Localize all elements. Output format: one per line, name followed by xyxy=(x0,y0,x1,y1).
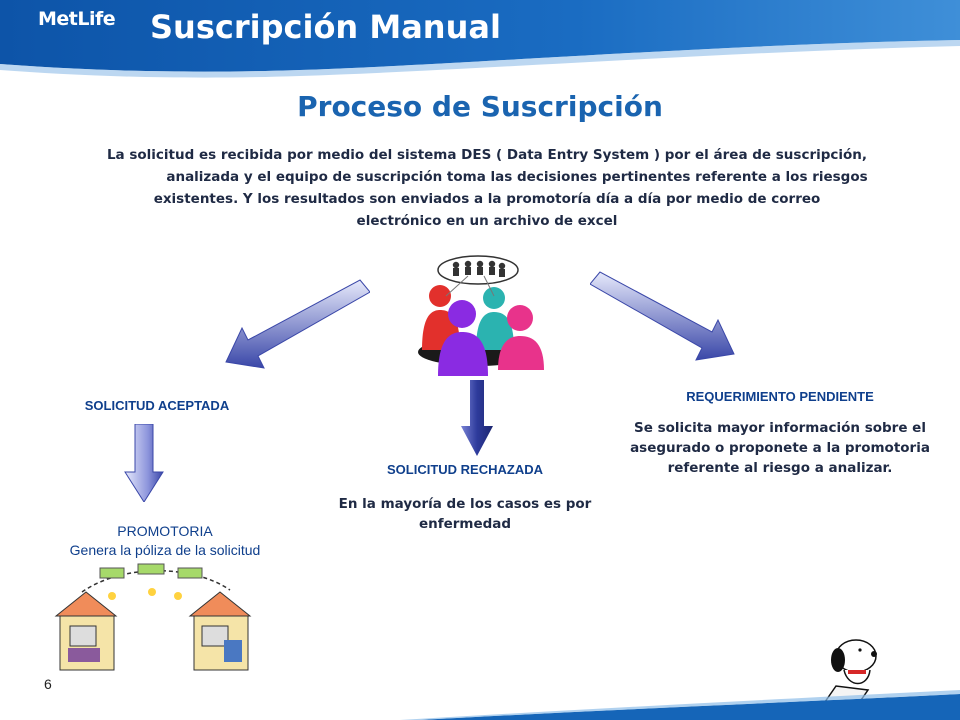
promotoria-body: Genera la póliza de la solicitud xyxy=(69,542,261,558)
section-title: Proceso de Suscripción xyxy=(297,90,663,123)
arrow-to-pending xyxy=(590,271,735,361)
intro-paragraph: La solicitud es recibida por medio del s… xyxy=(92,144,882,232)
arrow-to-rejected xyxy=(461,380,493,456)
pending-body: Se solicita mayor información sobre el a… xyxy=(630,420,930,476)
arrow-to-accepted xyxy=(225,279,370,369)
team-meeting-icon xyxy=(418,255,544,376)
promotoria-block: PROMOTORIA Genera la póliza de la solici… xyxy=(30,522,300,560)
intro-line-3: existentes. Y los resultados son enviado… xyxy=(153,191,821,207)
footer-band xyxy=(400,690,960,720)
office-network-icon xyxy=(54,563,252,671)
rejected-heading: SOLICITUD RECHAZADA xyxy=(387,462,543,477)
accepted-heading: SOLICITUD ACEPTADA xyxy=(84,398,230,413)
slide-title: Suscripción Manual xyxy=(150,8,501,46)
metlife-logo: MetLife xyxy=(38,8,116,30)
intro-line-4: electrónico en un archivo de excel xyxy=(356,213,618,229)
header-band xyxy=(0,0,960,78)
promotoria-heading: PROMOTORIA xyxy=(117,523,213,539)
arrow-to-promotoria xyxy=(124,424,164,502)
rejected-body: En la mayoría de los casos es por enferm… xyxy=(338,496,592,532)
intro-line-1: La solicitud es recibida por medio del s… xyxy=(106,147,868,163)
pending-heading: REQUERIMIENTO PENDIENTE xyxy=(686,389,874,404)
intro-line-2: analizada y el equipo de suscripción tom… xyxy=(166,169,868,185)
page-number: 6 xyxy=(44,676,52,692)
